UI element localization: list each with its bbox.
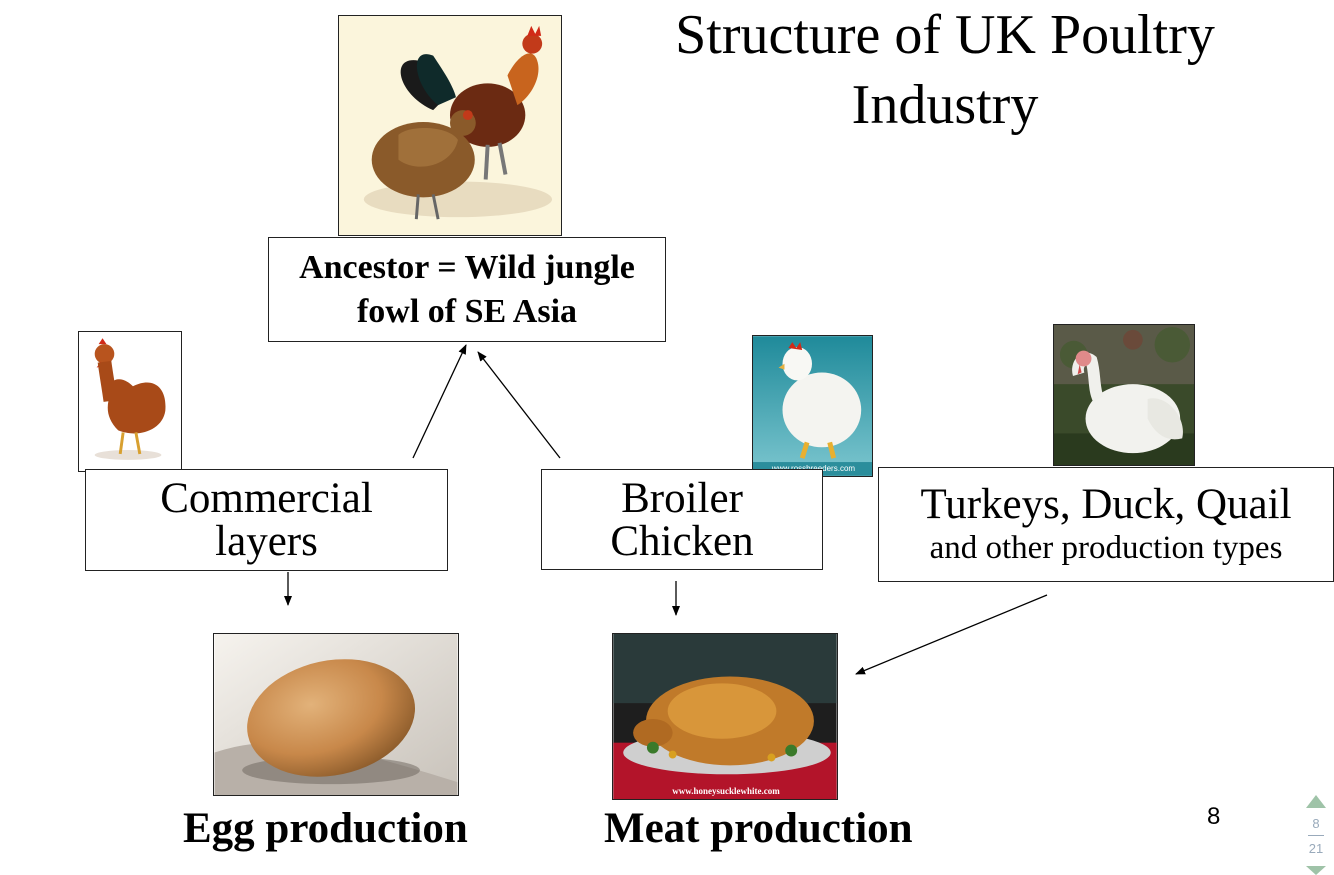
meat-production-label: Meat production bbox=[604, 805, 913, 852]
previous-slide-icon[interactable] bbox=[1306, 795, 1326, 808]
slide-navigator: 8 21 bbox=[1300, 795, 1332, 875]
commercial-layers-box: Commercial layers bbox=[85, 469, 448, 571]
layers-line1: Commercial bbox=[160, 475, 373, 522]
page-number: 8 bbox=[1207, 803, 1221, 830]
total-slide-count: 21 bbox=[1308, 841, 1324, 856]
slide-title-line2: Industry bbox=[851, 74, 1039, 136]
ancestor-line2: fowl of SE Asia bbox=[356, 292, 578, 330]
broiler-photo-caption: www.rossbreeders.com bbox=[753, 464, 872, 473]
brown-hen-photo bbox=[78, 331, 182, 472]
broiler-line1: Broiler bbox=[621, 474, 743, 522]
turkeys-line1: Turkeys, Duck, Quail bbox=[920, 480, 1292, 528]
next-slide-icon[interactable] bbox=[1306, 866, 1326, 875]
turkeys-duck-quail-box: Turkeys, Duck, Quail and other productio… bbox=[878, 467, 1334, 582]
broiler-chicken-box: Broiler Chicken bbox=[541, 469, 823, 570]
broiler-chicken-photo: www.rossbreeders.com bbox=[752, 335, 873, 477]
meat-photo-caption: www.honeysucklewhite.com bbox=[672, 786, 780, 796]
arrow-broiler-to-ancestor bbox=[477, 351, 561, 459]
layers-line2: layers bbox=[215, 518, 318, 565]
ancestor-line1: Ancestor = Wild jungle bbox=[299, 248, 635, 286]
slide-title-line1: Structure of UK Poultry bbox=[675, 4, 1215, 66]
ancestor-box: Ancestor = Wild jungle fowl of SE Asia bbox=[268, 237, 666, 342]
arrow-layers-to-ancestor bbox=[412, 344, 467, 459]
broiler-line2: Chicken bbox=[610, 517, 754, 565]
turkey-photo bbox=[1053, 324, 1195, 466]
egg-photo bbox=[213, 633, 459, 796]
roast-turkey-photo: www.honeysucklewhite.com bbox=[612, 633, 838, 800]
egg-production-label: Egg production bbox=[183, 805, 468, 852]
jungle-fowl-photo bbox=[338, 15, 562, 236]
turkeys-line2: and other production types bbox=[929, 529, 1283, 566]
arrow-turkeys-to-meat bbox=[855, 594, 1048, 675]
navigator-divider bbox=[1308, 835, 1324, 836]
slide-title: Structure of UK Poultry Industry bbox=[600, 0, 1290, 140]
current-slide-number: 8 bbox=[1312, 816, 1320, 831]
